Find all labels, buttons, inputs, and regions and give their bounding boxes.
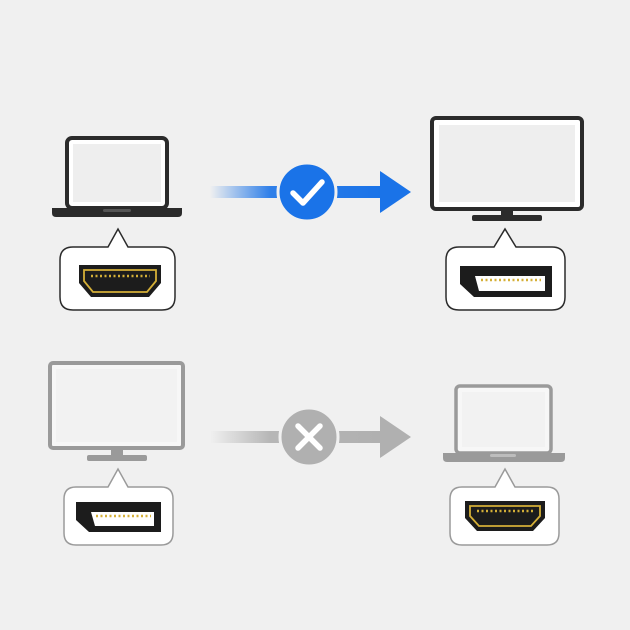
- connection-arrow-supported: [210, 161, 411, 223]
- hdmi-port-icon: [79, 265, 161, 297]
- row-supported: [52, 116, 584, 311]
- source-laptop-icon: [52, 136, 182, 217]
- cross-icon: [295, 423, 323, 451]
- displayport-icon: [460, 266, 552, 297]
- target-laptop-icon: [443, 384, 565, 462]
- source-port-callout-displayport: [63, 467, 174, 546]
- displayport-icon: [76, 502, 161, 532]
- check-icon: [290, 179, 325, 206]
- row-not-supported: [48, 361, 565, 546]
- connection-arrow-not-supported: [210, 406, 411, 468]
- target-port-callout-hdmi: [449, 467, 560, 546]
- target-monitor-icon: [430, 116, 584, 221]
- source-monitor-icon: [48, 361, 185, 461]
- hdmi-port-icon: [465, 501, 545, 531]
- target-port-callout-displayport: [445, 227, 566, 311]
- source-port-callout-hdmi: [59, 227, 176, 311]
